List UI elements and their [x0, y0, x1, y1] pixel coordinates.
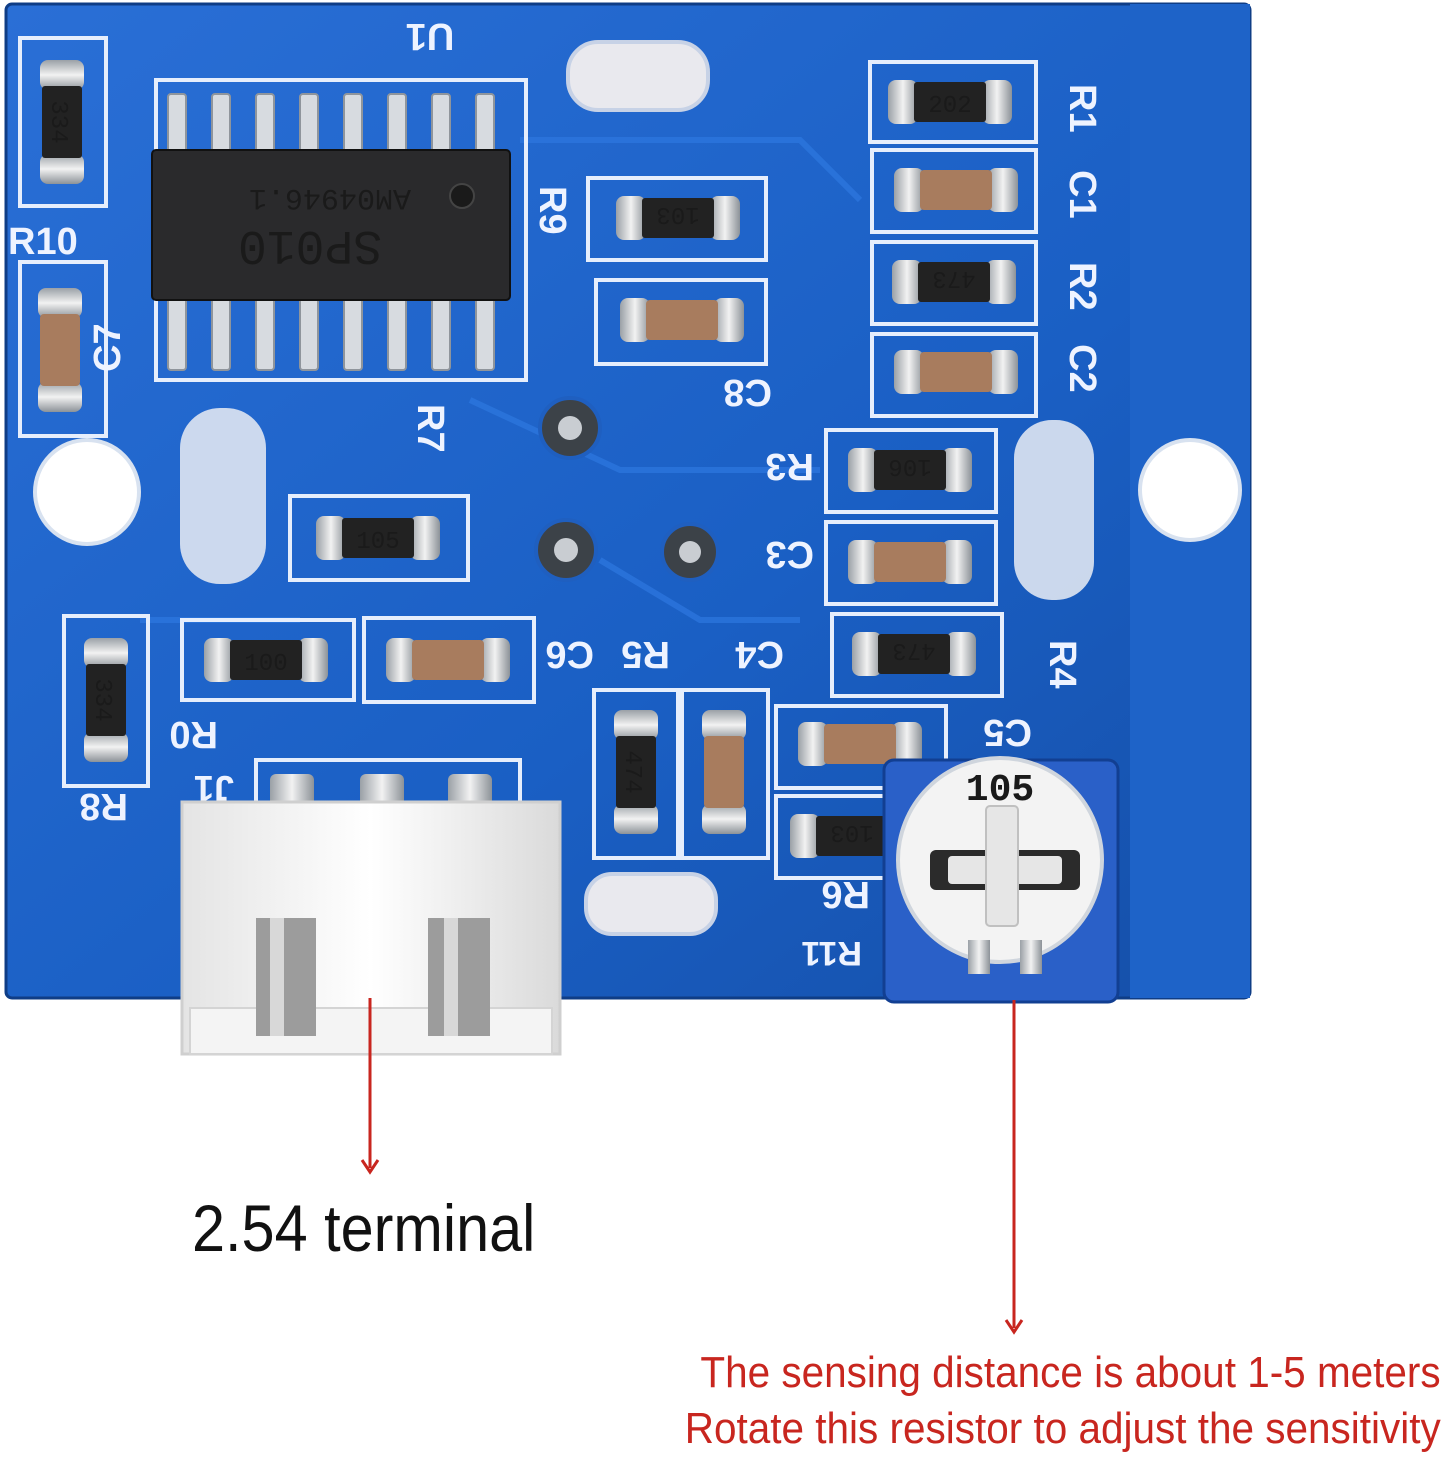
smd-resistors: 202 473 106 473 103 105 100 103: [204, 80, 1016, 858]
svg-text:C6: C6: [545, 633, 594, 675]
svg-text:R2: R2: [1061, 262, 1103, 311]
svg-text:103: 103: [830, 818, 873, 845]
svg-text:202: 202: [928, 93, 971, 120]
svg-text:473: 473: [932, 264, 975, 291]
arrow-terminal: [360, 998, 380, 1175]
silkscreen-outlines: [18, 36, 1038, 880]
svg-text:R10: R10: [8, 221, 78, 263]
svg-text:334: 334: [44, 100, 71, 143]
svg-text:C4: C4: [735, 633, 784, 675]
sensitivity-caption: Rotate this resistor to adjust the sensi…: [685, 1404, 1441, 1453]
arrow-potentiometer: [1004, 1000, 1024, 1335]
chip-text-line2: AM04946.1: [249, 180, 411, 214]
svg-text:C1: C1: [1061, 170, 1103, 219]
svg-text:334: 334: [88, 678, 115, 721]
svg-text:R9: R9: [531, 186, 573, 235]
mounting-hole-right: [1138, 438, 1242, 542]
svg-text:C5: C5: [983, 711, 1032, 753]
smd-capacitors: [38, 168, 1018, 834]
svg-text:R4: R4: [1041, 640, 1083, 689]
svg-text:105: 105: [356, 529, 399, 556]
svg-text:473: 473: [892, 636, 935, 663]
terminal-caption: 2.54 terminal: [192, 1191, 536, 1265]
svg-text:R8: R8: [79, 785, 128, 827]
glue-blob: [566, 40, 710, 112]
glue-blob: [180, 408, 266, 584]
svg-text:C2: C2: [1061, 344, 1103, 393]
sensing-distance-caption: The sensing distance is about 1-5 meters: [700, 1348, 1441, 1397]
solder-joints: [534, 396, 720, 582]
potentiometer-code: 105: [966, 769, 1034, 812]
potentiometer: 105: [882, 756, 1120, 1004]
svg-text:R1: R1: [1061, 84, 1103, 133]
mounting-hole-left: [33, 438, 141, 546]
svg-text:103: 103: [656, 200, 699, 227]
svg-text:R11: R11: [802, 934, 863, 972]
svg-text:C8: C8: [723, 371, 772, 413]
svg-text:474: 474: [618, 750, 645, 793]
svg-text:R3: R3: [765, 445, 814, 487]
svg-text:C7: C7: [87, 323, 129, 372]
svg-text:106: 106: [888, 452, 931, 479]
svg-text:R0: R0: [169, 713, 218, 755]
smd-resistors-vertical: 334 334 474: [40, 60, 658, 834]
chip-text-line1: SP010: [238, 217, 382, 271]
glue-blob: [584, 872, 718, 936]
label-u1: U1: [406, 15, 455, 57]
svg-text:R7: R7: [409, 404, 451, 453]
svg-text:R5: R5: [621, 633, 670, 675]
glue-blob: [1014, 420, 1094, 600]
svg-text:C3: C3: [765, 533, 814, 575]
svg-text:100: 100: [244, 651, 287, 678]
ic-chip: AM04946.1 SP010: [151, 93, 511, 371]
svg-text:R6: R6: [821, 873, 870, 915]
